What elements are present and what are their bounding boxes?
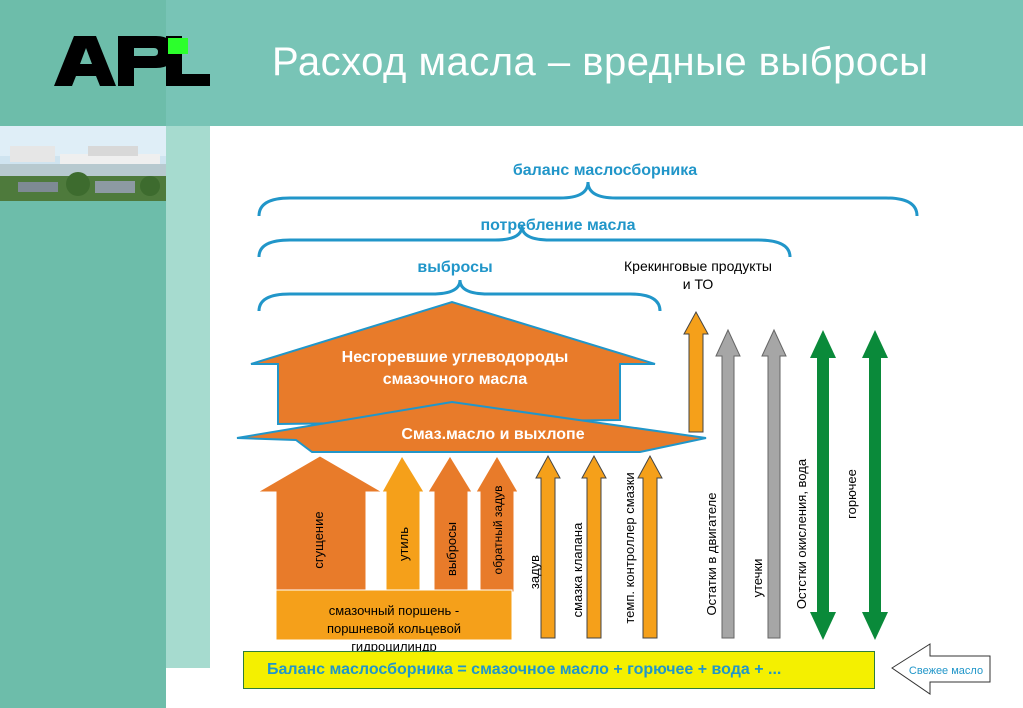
cracking-label-line1: Крекинговые продукты xyxy=(624,258,772,274)
fuel-label: горючее xyxy=(844,469,859,519)
valve-lube-label: смазка клапана xyxy=(570,522,585,617)
piston-label-line3: гидроцилиндр xyxy=(351,639,437,654)
emissions-brace-label: выбросы xyxy=(417,259,492,276)
engine-residue-label: Остатки в двигателе xyxy=(704,493,719,616)
balance-brace-label: баланс маслосборника xyxy=(513,162,697,179)
emissions-arrow xyxy=(427,455,473,593)
fresh-oil-label: Свежее масло xyxy=(909,665,983,677)
blowby-label: задув xyxy=(527,555,542,589)
emissions-brace xyxy=(257,279,662,312)
utilization-arrow xyxy=(381,455,425,593)
condensation-arrow xyxy=(256,455,384,593)
left-sidebar xyxy=(0,0,166,708)
unburnt-label-line2: смазочного масла xyxy=(383,371,528,388)
condensation-label: сгущение xyxy=(311,511,326,568)
piston-block xyxy=(275,589,513,641)
cracking-arrow xyxy=(683,310,709,433)
balance-formula-box: Баланс маслосборника = смазочное масло +… xyxy=(243,651,875,689)
engine-residue-arrow xyxy=(715,328,741,639)
temp-controller-label: темп. контроллер смазки xyxy=(622,472,637,623)
cracking-label-line2: и ТО xyxy=(683,276,714,292)
blowback-label: обратный задув xyxy=(491,486,505,575)
fresh-oil-arrow xyxy=(891,643,991,695)
leaks-label: утечки xyxy=(750,559,765,598)
page-title: Расход масла – вредные выбросы xyxy=(272,40,929,84)
oxidation-label: Остстки окисления, вода xyxy=(794,458,809,609)
fuel-arrow xyxy=(862,330,888,640)
sidebar-accent-strip xyxy=(166,126,210,668)
oxidation-arrow xyxy=(810,330,836,640)
blowby-arrow xyxy=(535,454,561,639)
consumption-brace xyxy=(257,225,792,258)
utilization-label: утиль xyxy=(396,527,411,561)
exhaust-block xyxy=(236,400,707,453)
exhaust-label: Смаз.масло и выхлопе xyxy=(401,426,584,443)
balance-brace xyxy=(257,181,919,217)
valve-lube-arrow xyxy=(581,454,607,639)
piston-label-line1: смазочный поршень - xyxy=(329,603,460,618)
emissions-arrow-label: выбросы xyxy=(444,522,459,576)
factory-photo xyxy=(0,126,166,201)
blowback-arrow xyxy=(475,455,519,593)
apl-logo xyxy=(54,36,210,86)
piston-label-line2: поршневой кольцевой xyxy=(327,621,461,636)
temp-controller-arrow xyxy=(637,454,663,639)
unburnt-label-line1: Несгоревшие углеводороды xyxy=(342,349,569,366)
unburnt-block xyxy=(250,300,656,426)
consumption-brace-label: потребление масла xyxy=(481,217,636,234)
leaks-arrow xyxy=(761,328,787,639)
